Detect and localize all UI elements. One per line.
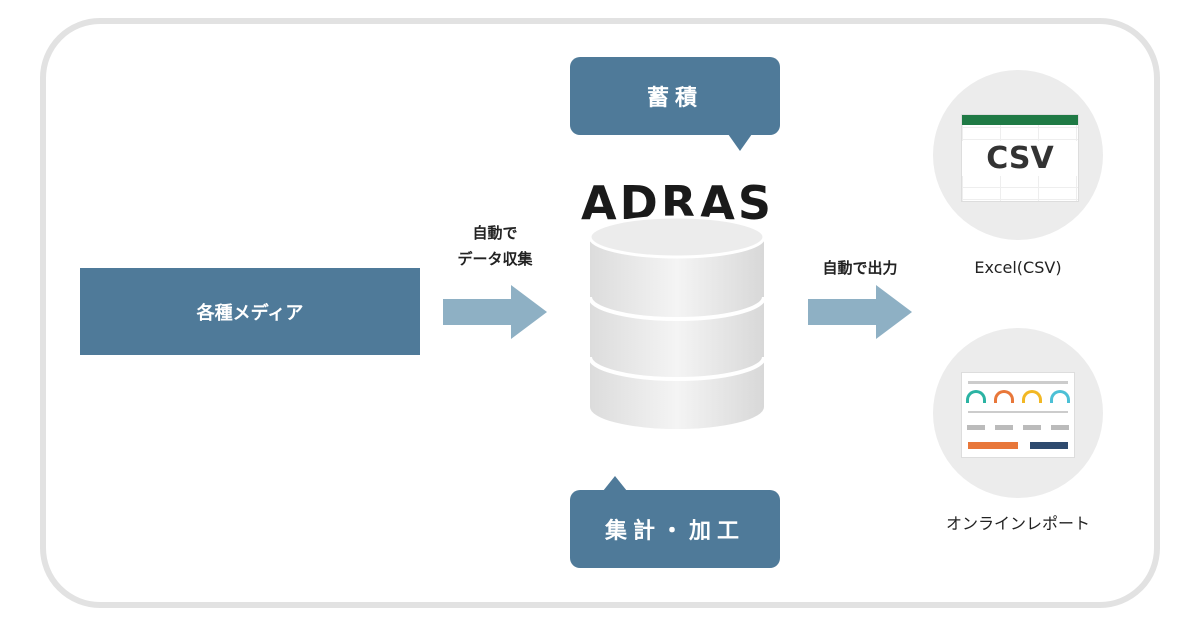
source-label: 各種メディア	[196, 302, 304, 324]
output-label: 自動で出力	[822, 259, 898, 277]
collect-label-line2: データ収集	[457, 250, 533, 268]
online-report-label: オンラインレポート	[945, 514, 1090, 533]
diagram-frame	[40, 18, 1160, 608]
excel-csv-circle: CSV	[933, 70, 1103, 240]
process-callout: 集計・加工	[570, 490, 780, 568]
report-thumbnail-icon	[961, 372, 1075, 458]
storage-label: 蓄積	[646, 86, 703, 111]
process-label: 集計・加工	[604, 519, 745, 544]
online-report-circle	[933, 328, 1103, 498]
storage-callout-tail	[728, 134, 752, 151]
csv-icon-text: CSV	[962, 141, 1078, 176]
source-media-box: 各種メディア	[80, 268, 420, 355]
spreadsheet-icon: CSV	[961, 114, 1079, 202]
database-icon	[588, 215, 766, 429]
collect-label-line1: 自動で	[472, 224, 518, 242]
process-callout-tail	[603, 476, 627, 491]
storage-callout: 蓄積	[570, 57, 780, 135]
collect-label: 自動で データ収集	[430, 220, 560, 272]
output-arrow-icon	[808, 285, 912, 339]
excel-csv-label: Excel(CSV)	[974, 258, 1062, 277]
collect-arrow-icon	[443, 285, 547, 339]
spreadsheet-header-bar	[962, 115, 1078, 125]
